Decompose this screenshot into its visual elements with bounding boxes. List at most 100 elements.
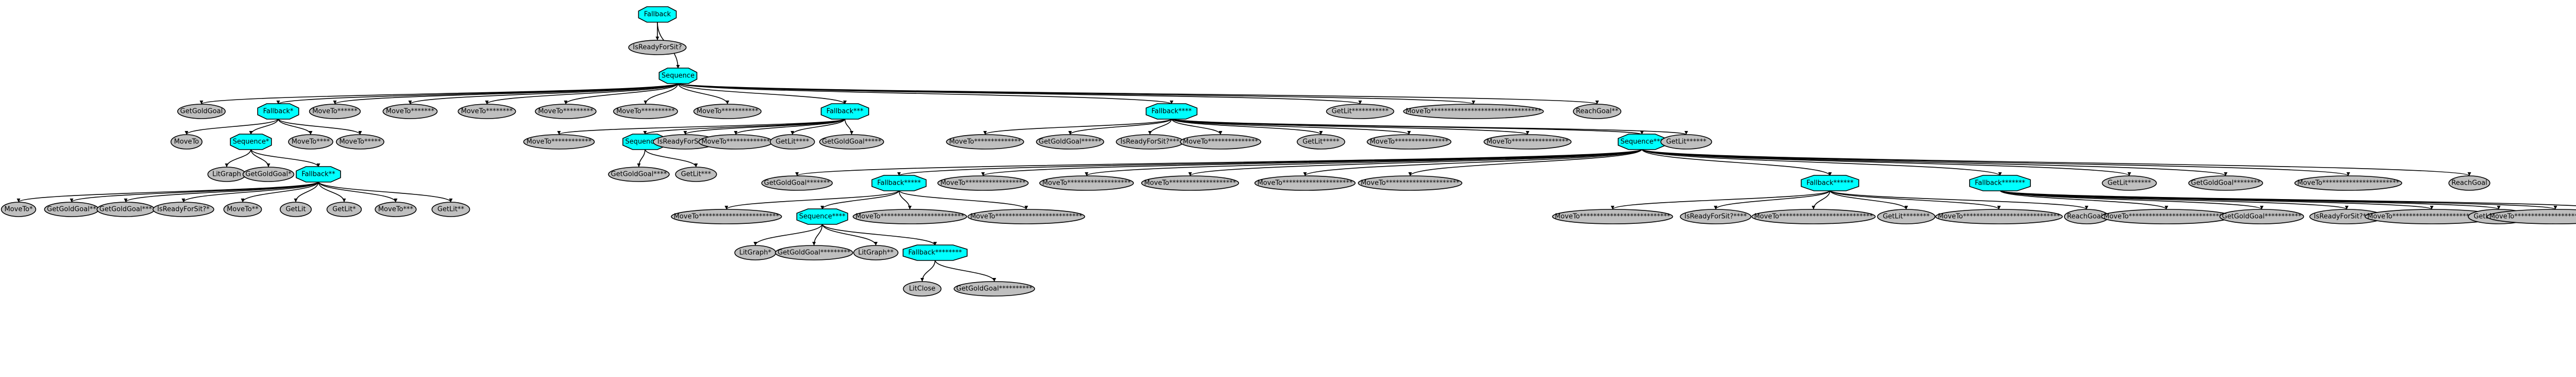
leaf-node-c2: GetGoldGoal**** xyxy=(608,167,670,182)
edge-arrowhead xyxy=(309,131,313,135)
leaf-node-shape xyxy=(1403,104,1544,119)
node-label: MoveTo*********** xyxy=(697,108,759,116)
node-label: GetGoldGoal** xyxy=(47,206,96,214)
node-label: GetLit****** xyxy=(1666,138,1707,146)
edge-arrowhead xyxy=(676,65,680,69)
edge-f5-d4 xyxy=(1171,118,1221,135)
leaf-node-i3: LitGraph** xyxy=(853,245,899,260)
edge-f6-s5 xyxy=(822,190,900,210)
leaf-node-a4: IsReadyForSit?* xyxy=(152,202,214,217)
leaf-node-e10: ReachGoal xyxy=(2448,175,2490,191)
edge-arrowhead xyxy=(1640,131,1644,135)
leaf-node-shape xyxy=(170,134,202,150)
leaf-node-e5: MoveTo********************* xyxy=(1254,175,1356,191)
control-node-s4: Sequence*** xyxy=(1618,134,1666,150)
edge-f9-j2 xyxy=(935,259,995,282)
edge-f3-a9 xyxy=(318,181,451,203)
edge-seq1-g1 xyxy=(201,83,679,105)
leaf-node-j1: LitClose xyxy=(903,281,942,297)
node-label: MoveTo******************************** xyxy=(2489,213,2576,221)
control-node-shape xyxy=(1618,134,1666,150)
leaf-node-e1: GetGoldGoal******* xyxy=(761,175,833,191)
edge-arrowhead xyxy=(725,101,730,104)
leaf-node-shape xyxy=(375,202,417,217)
leaf-node-e4: MoveTo******************** xyxy=(1141,175,1240,191)
leaf-node-t1: GetLit*********** xyxy=(1326,104,1395,119)
leaf-node-b6: MoveTo*********** xyxy=(693,104,762,119)
edge-f2-m1 xyxy=(186,118,279,135)
leaf-node-k3: MoveTo**************************** xyxy=(1751,209,1876,224)
leaf-node-d5: GetLit***** xyxy=(1297,134,1346,150)
edge-arrowhead xyxy=(1611,206,1615,209)
edge-seq1-b3 xyxy=(486,83,679,105)
leaf-node-shape xyxy=(2219,209,2304,224)
leaf-node-shape xyxy=(535,104,597,119)
edge-arrowhead xyxy=(1684,131,1688,135)
leaf-node-shape xyxy=(770,134,815,150)
edge-arrowhead xyxy=(394,199,398,202)
edge-arrowhead xyxy=(408,101,412,104)
edge-arrowhead xyxy=(2345,206,2349,209)
edge-arrowhead xyxy=(2346,172,2350,176)
node-label: Sequence xyxy=(662,72,694,80)
node-label: GetGoldGoal**** xyxy=(611,171,667,178)
node-label: MoveTo**** xyxy=(292,138,330,146)
control-node-f5: Fallback**** xyxy=(1145,103,1198,120)
leaf-node-m3: MoveTo***** xyxy=(335,134,384,150)
edge-arrowhead xyxy=(920,278,924,282)
edge-s4-f7 xyxy=(1641,149,1831,176)
leaf-node-l1: MoveTo****************************** xyxy=(2101,209,2232,224)
edge-arrowhead xyxy=(70,199,74,202)
leaf-node-d7: MoveTo***************** xyxy=(1483,134,1572,150)
node-label: MoveTo********** xyxy=(616,108,675,116)
edge-seq1-f4 xyxy=(677,83,845,105)
leaf-node-e9: MoveTo*********************** xyxy=(2294,175,2402,191)
edge-arrowhead xyxy=(342,199,346,202)
edge-arrowhead xyxy=(294,199,298,202)
leaf-node-e2: MoveTo****************** xyxy=(937,175,1029,191)
leaf-node-shape xyxy=(2188,175,2263,191)
edge-f2-m2 xyxy=(278,118,311,135)
edge-arrowhead xyxy=(1526,131,1530,135)
node-label: Fallback******** xyxy=(908,249,962,257)
control-node-f9: Fallback******** xyxy=(903,244,968,261)
leaf-node-a3: GetGoldGoal*** xyxy=(96,202,155,217)
node-label: Fallback****** xyxy=(1806,179,1854,187)
leaf-node-a9: GetLit** xyxy=(431,202,470,217)
node-label: Fallback** xyxy=(301,171,335,178)
edge-f7-k4 xyxy=(1829,190,1907,210)
edge-f3-a4 xyxy=(183,181,319,203)
leaf-node-shape xyxy=(177,104,226,119)
leaf-node-t2: MoveTo********************************* xyxy=(1403,104,1544,119)
edge-seq1-f5 xyxy=(677,83,1172,105)
node-label: MoveTo*************************** xyxy=(1555,213,1671,221)
control-node-f8: Fallback******* xyxy=(1969,175,2031,191)
leaf-node-gg2: GetGoldGoal* xyxy=(242,167,295,182)
edge-arrowhead xyxy=(241,199,245,202)
node-label: MoveTo********* xyxy=(538,108,594,116)
leaf-node-shape xyxy=(1180,134,1262,150)
node-label: GetGoldGoal******* xyxy=(764,179,831,187)
leaf-node-shape xyxy=(1877,209,1936,224)
edge-arrowhead xyxy=(1170,101,1174,104)
node-label: GetGoldGoal*********** xyxy=(2222,213,2302,221)
leaf-node-shape xyxy=(2102,175,2157,191)
control-node-shape xyxy=(1801,175,1859,191)
edge-arrowhead xyxy=(1408,172,1412,176)
node-label: GetGoldGoal*** xyxy=(99,206,152,214)
node-label: GetLit*** xyxy=(681,171,711,178)
edge-s2-f3 xyxy=(250,149,319,168)
edge-f4-s3 xyxy=(645,118,845,135)
leaf-node-shape xyxy=(1552,209,1673,224)
node-label: MoveTo*** xyxy=(378,206,414,214)
leaf-node-e3: MoveTo******************* xyxy=(1039,175,1134,191)
node-label: Fallback**** xyxy=(1151,108,1192,116)
leaf-node-shape xyxy=(775,245,853,260)
edge-arrowhead xyxy=(637,163,641,167)
leaf-node-e7: GetLit******* xyxy=(2102,175,2157,191)
control-node-shape xyxy=(296,166,341,183)
leaf-node-k4: GetLit******** xyxy=(1877,209,1936,224)
control-node-s2: Sequence* xyxy=(230,134,272,150)
edge-s4-e2 xyxy=(982,149,1642,176)
leaf-node-k5: MoveTo***************************** xyxy=(1935,209,2063,224)
